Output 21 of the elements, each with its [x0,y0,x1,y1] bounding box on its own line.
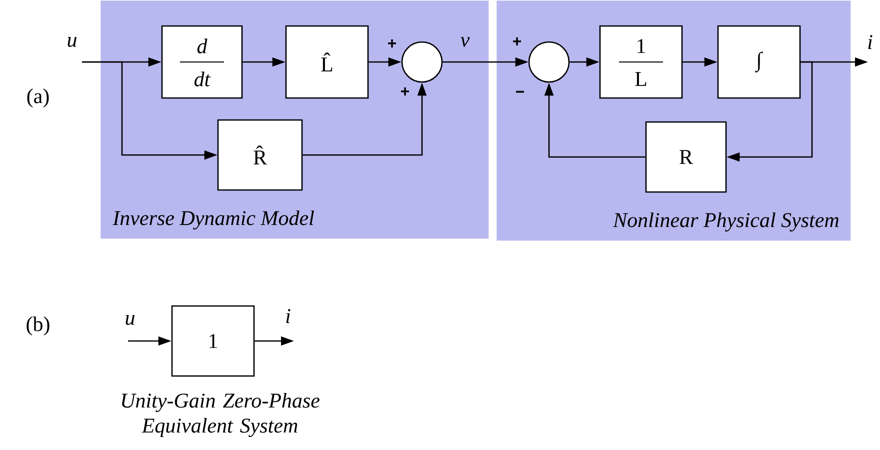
signal-label: v [460,37,470,47]
sign-label: + [401,87,410,96]
sum-circle [528,41,570,83]
subfigure-label: (b) [26,316,50,336]
subfigure-label: (a) [27,88,49,108]
node-label: Unity-Gain Zero-Phase Equivalent System [122,392,320,438]
fraction-box: d dt [161,25,243,99]
sign-label: − [516,90,524,93]
sign-label: + [388,39,396,48]
signal-label: i [868,35,872,49]
block-box: ∫ [717,25,801,99]
block-box: 1 [171,305,255,377]
sum-circle [401,41,443,83]
sign-label: + [513,37,522,46]
block-box: R̂ [217,119,303,191]
signal-label: u [126,315,134,325]
fraction-box: 1 L [599,25,683,99]
signal-label: u [68,37,76,47]
block-box: L̂ [285,25,369,99]
block-box: R [645,121,727,193]
signal-label: i [286,309,290,323]
